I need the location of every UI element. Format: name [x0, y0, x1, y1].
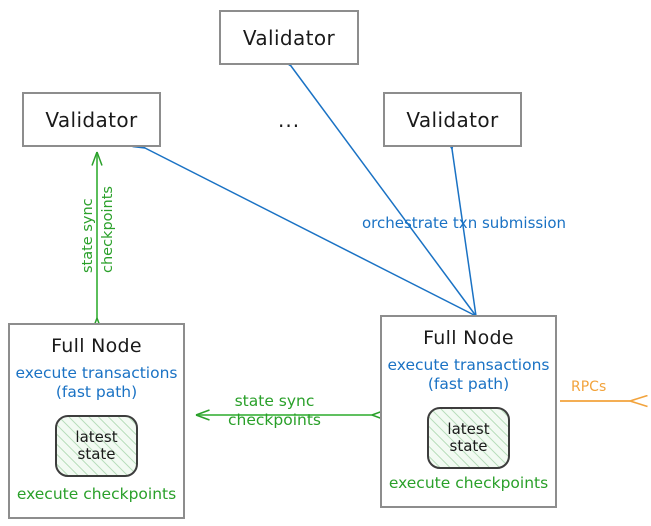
full-node-green-text: execute checkpoints [388, 474, 549, 492]
edge-rightfullnode-to-left-validator [145, 148, 477, 317]
middle-checkpoints-label: checkpoints [228, 410, 321, 429]
latest-state-line-2: state [449, 436, 488, 455]
vertical-state-sync-label: state sync [80, 198, 96, 273]
latest-state-line-1: latest [75, 427, 118, 446]
full-node-blue-text: execute transactions (fast path) [15, 364, 177, 403]
edge-rightfullnode-to-top-validator [291, 66, 477, 317]
full-node-blue-line-2: (fast path) [427, 375, 510, 394]
middle-state-sync-label: state sync [234, 392, 315, 410]
latest-state-chip[interactable]: latest state [55, 414, 138, 477]
full-node-blue-text: execute transactions (fast path) [387, 356, 549, 395]
full-node-green-text: execute checkpoints [16, 485, 177, 503]
full-node-left[interactable]: Full Node execute transactions (fast pat… [8, 323, 185, 519]
full-node-title: Full Node [423, 327, 514, 349]
validator-label: Validator [406, 107, 499, 132]
latest-state-chip[interactable]: latest state [427, 406, 510, 469]
ellipsis-more-validators: ... [278, 108, 301, 132]
rpcs-label: RPCs [571, 379, 607, 395]
validator-label: Validator [45, 107, 138, 132]
orchestrate-txn-submission-label: orchestrate txn submission [362, 214, 567, 232]
latest-state-line-2: state [77, 444, 116, 463]
validator-node-right[interactable]: Validator [383, 92, 522, 147]
edge-rightfullnode-to-right-validator [452, 149, 477, 317]
full-node-right[interactable]: Full Node execute transactions (fast pat… [380, 315, 557, 508]
middle-state-sync-label-group: state sync checkpoints [228, 392, 321, 429]
vertical-checkpoints-label: checkpoints [100, 186, 116, 273]
vertical-state-sync-label-group: state sync checkpoints [80, 186, 116, 273]
validator-node-top[interactable]: Validator [219, 10, 359, 65]
full-node-blue-line-2: (fast path) [55, 383, 138, 402]
full-node-blue-line-1: execute transactions [15, 364, 178, 382]
full-node-blue-line-1: execute transactions [387, 356, 550, 374]
validator-label: Validator [242, 25, 336, 50]
full-node-title: Full Node [51, 335, 142, 357]
latest-state-line-1: latest [447, 419, 490, 438]
validator-node-left[interactable]: Validator [22, 92, 161, 147]
